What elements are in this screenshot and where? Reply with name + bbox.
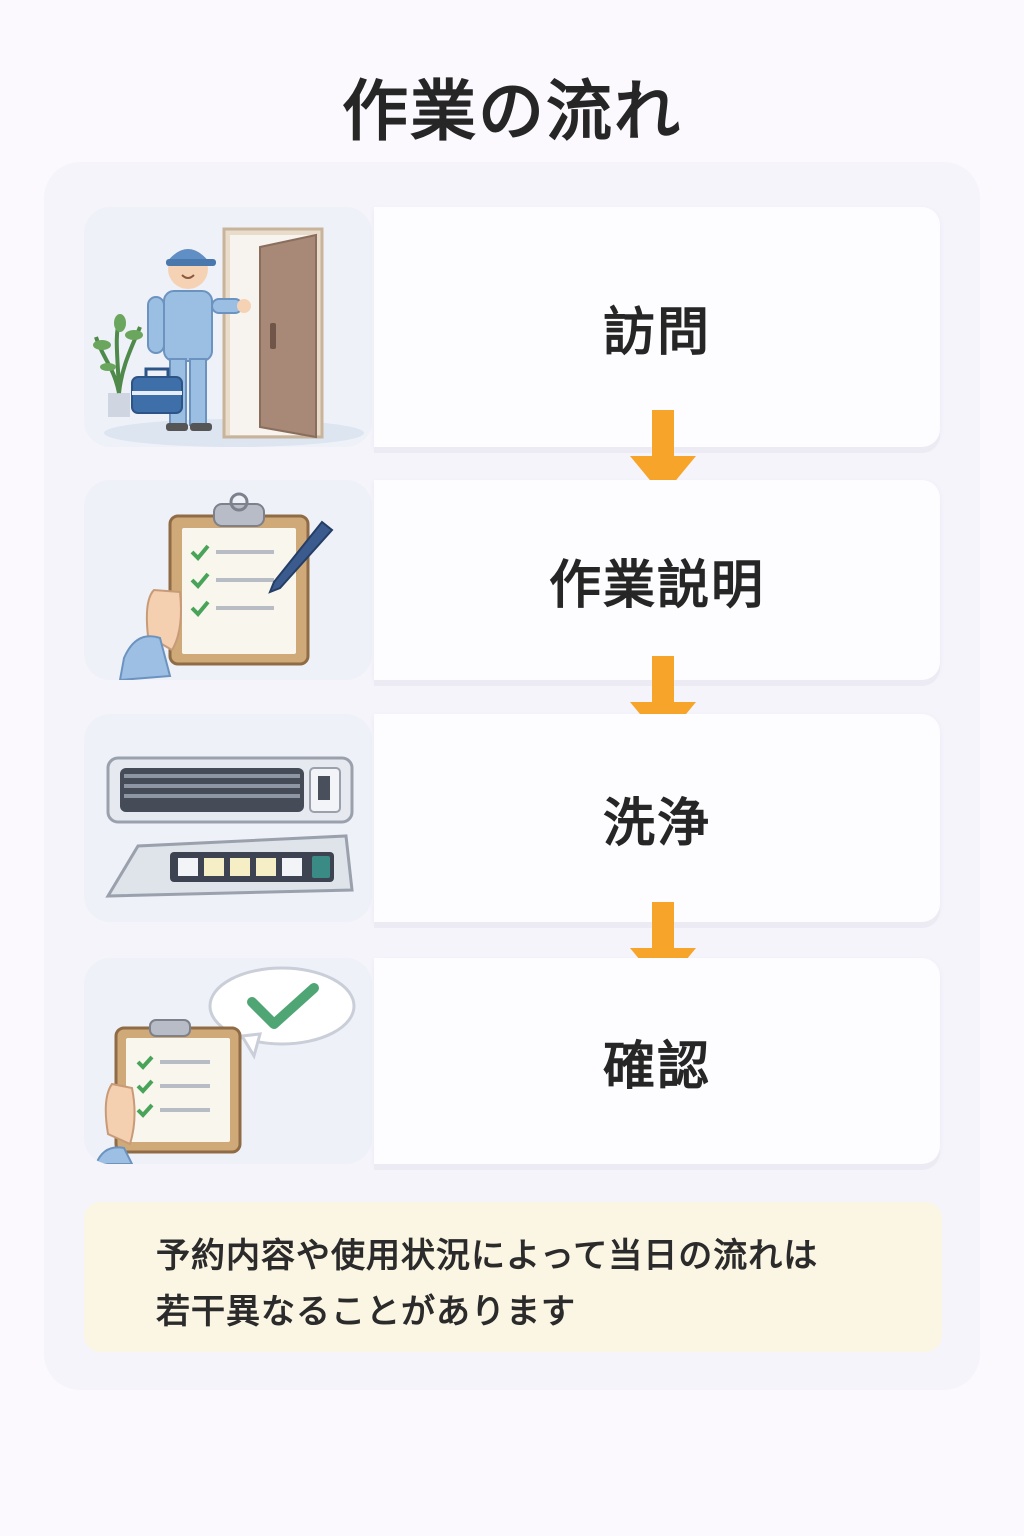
step-card-cleaning: 洗浄 [374,714,940,922]
technician-at-door-icon [84,207,372,447]
note-line-2: 若干異なることがあります [156,1292,576,1332]
flow-step-confirmation: 確認 [84,958,940,1164]
flow-step-explanation: 作業説明 [84,480,940,680]
flow-step-visit: 訪問 [84,207,940,447]
step-label: 作業説明 [548,555,765,616]
air-conditioner-parts-icon [84,714,372,922]
arrow-down-icon [630,410,696,496]
checklist-approved-icon [84,958,372,1164]
clipboard-checklist-pen-icon [84,480,372,680]
step-label: 洗浄 [602,793,711,854]
step-card-explanation: 作業説明 [374,480,940,680]
note-line-1: 予約内容や使用状況によって当日の流れは [156,1236,819,1276]
step-card-confirmation: 確認 [374,958,940,1164]
step-label: 訪問 [602,302,711,363]
note-box: 予約内容や使用状況によって当日の流れは 若干異なることがあります [84,1202,942,1352]
step-label: 確認 [602,1036,711,1097]
flow-step-cleaning: 洗浄 [84,714,940,922]
page-title: 作業の流れ [342,73,682,150]
step-card-visit: 訪問 [374,207,940,447]
